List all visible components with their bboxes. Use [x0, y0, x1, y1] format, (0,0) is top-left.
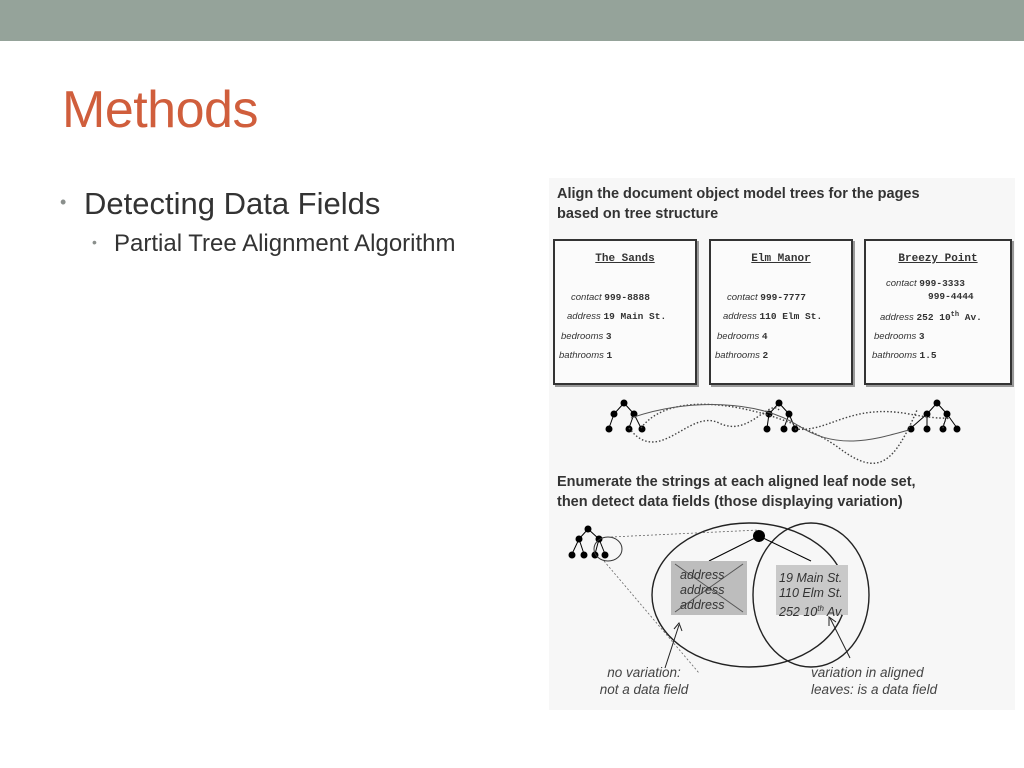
contact-field-second: 999-4444	[928, 291, 974, 302]
variation-list: 19 Main St. 110 Elm St. 252 10th Av.	[779, 571, 844, 620]
bullet-level1: Detecting Data Fields	[60, 186, 456, 222]
variation-box	[776, 565, 848, 615]
zoom-line-top	[610, 529, 760, 538]
variation-item: 252 10th Av.	[779, 604, 844, 620]
step2-line1: Enumerate the strings at each aligned le…	[557, 474, 916, 490]
contact-field: contact 999-7777	[727, 292, 806, 303]
figure-graphics	[568, 399, 961, 674]
top-bar	[0, 0, 1024, 41]
zoom-ellipse-right	[752, 522, 870, 668]
page-box-the-sands: The Sands contact 999-8888 address 19 Ma…	[553, 239, 697, 385]
bathrooms-field: bathrooms 1.5	[872, 350, 937, 361]
caption-variation: variation in aligned leaves: is a data f…	[811, 665, 938, 697]
page-box-breezy-point: Breezy Point contact 999-3333 999-4444 a…	[864, 239, 1012, 385]
page-box-elm-manor: Elm Manor contact 999-7777 address 110 E…	[709, 239, 853, 385]
subtree-highlight-circle	[593, 536, 623, 562]
alignment-curve-4	[794, 410, 950, 431]
alignment-curve-3	[630, 404, 910, 442]
step2-text: Enumerate the strings at each aligned le…	[557, 472, 916, 512]
arrow-left	[664, 624, 680, 669]
no-variation-item: address	[680, 568, 725, 582]
tree-icon-2	[763, 399, 799, 433]
no-variation-item: address	[680, 583, 725, 597]
bathrooms-field: bathrooms 2	[715, 350, 769, 361]
bullet-list: Detecting Data Fields Partial Tree Align…	[60, 186, 456, 258]
address-field: address 19 Main St.	[567, 311, 667, 322]
contact-field: contact 999-8888	[571, 292, 650, 303]
caption-no-variation: no variation: not a data field	[599, 665, 689, 697]
step1-line2: based on tree structure	[557, 206, 719, 222]
step2-line2: then detect data fields (those displayin…	[557, 494, 903, 510]
address-field: address 252 10th Av.	[880, 311, 982, 324]
alignment-curve-1	[628, 407, 780, 443]
no-variation-item: address	[680, 598, 725, 612]
contact-field: contact 999-3333	[886, 278, 965, 289]
tree-alignment-figure: Align the document object model trees fo…	[549, 178, 1015, 710]
variation-item: 19 Main St.	[779, 571, 843, 585]
variation-item: 110 Elm St.	[779, 586, 843, 600]
tree-icon-1	[605, 399, 646, 433]
zoom-line-bottom	[603, 560, 700, 674]
bathrooms-field: bathrooms 1	[559, 350, 613, 361]
no-variation-list: address address address	[680, 568, 724, 613]
bedrooms-field: bedrooms 4	[717, 331, 768, 342]
bullet-level2: Partial Tree Alignment Algorithm	[84, 230, 456, 258]
page-title: Breezy Point	[898, 253, 978, 265]
page-title: The Sands	[595, 253, 655, 265]
slide-title: Methods	[62, 81, 258, 139]
arrow-right	[829, 617, 851, 659]
step1-line1: Align the document object model trees fo…	[557, 186, 920, 202]
bedrooms-field: bedrooms 3	[874, 331, 925, 342]
page-title: Elm Manor	[751, 253, 811, 265]
alignment-curve-2	[640, 403, 918, 464]
bedrooms-field: bedrooms 3	[561, 331, 612, 342]
step1-text: Align the document object model trees fo…	[557, 184, 920, 224]
address-field: address 110 Elm St.	[723, 311, 823, 322]
tree-icon-3	[907, 399, 961, 433]
small-tree-icon	[568, 525, 609, 559]
